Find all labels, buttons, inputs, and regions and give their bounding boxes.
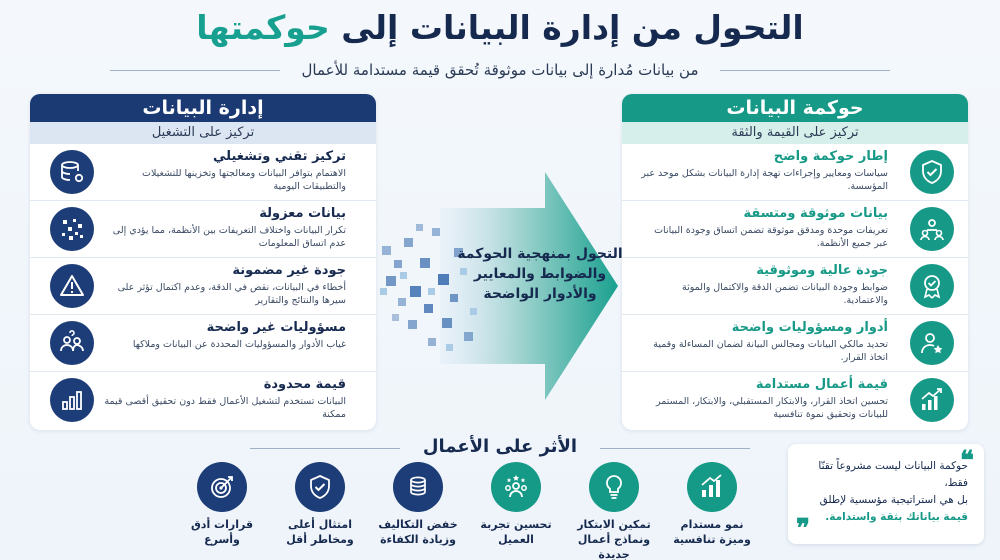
impact-label: تحسين تجربة العميل bbox=[480, 518, 552, 546]
quote-open-icon: ❝ bbox=[960, 446, 974, 476]
pixel-fragments-light bbox=[380, 268, 477, 351]
impact-item: قرارات أدق وأسرع bbox=[174, 462, 270, 547]
data-governance-panel: حوكمة البيانات تركيز على القيمة والثقة إ… bbox=[622, 94, 968, 430]
panel-title: حوكمة البيانات bbox=[622, 94, 968, 122]
item-title: إطار حوكمة واضح bbox=[773, 149, 888, 164]
impact-label: قرارات أدق وأسرع bbox=[190, 518, 254, 546]
title-accent: حوكمتها bbox=[196, 8, 330, 47]
quote-box: ❝ حوكمة البيانات ليست مشروعاً تقنّا فقط،… bbox=[788, 444, 984, 544]
people-question-icon bbox=[50, 321, 94, 365]
list-item: قيمة أعمال مستدامة تحسين اتخاذ القرار، و… bbox=[622, 372, 968, 429]
list-item: بيانات موثوقة ومتسقة تعريفات موحدة ومدقق… bbox=[622, 201, 968, 258]
item-desc: الاهتمام بتوافر البيانات ومعالجتها وتخزي… bbox=[142, 168, 346, 192]
impact-label: خفض التكاليف وزيادة الكفاءة bbox=[378, 518, 458, 546]
panel-subtitle: تركيز على التشغيل bbox=[30, 122, 376, 144]
impact-item: نمو مستدام وميزة تنافسية bbox=[664, 462, 760, 547]
quote-line: بل هي استراتيجية مؤسسية لإطلق bbox=[819, 494, 968, 506]
target-icon bbox=[197, 462, 247, 512]
coins-icon bbox=[393, 462, 443, 512]
item-title: تركيز تقني وتشغيلي bbox=[213, 149, 346, 164]
customer-stars-icon bbox=[491, 462, 541, 512]
subtitle-divider-right bbox=[720, 70, 890, 71]
arrow-shape bbox=[440, 172, 618, 400]
item-title: مسؤوليات غير واضحة bbox=[206, 320, 346, 335]
item-desc: تعريفات موحدة ومدقق موثوقة تضمن اتساق وج… bbox=[654, 225, 888, 249]
transition-arrow bbox=[380, 172, 618, 400]
quote-text: حوكمة البيانات ليست مشروعاً تقنّا فقط، ب… bbox=[798, 458, 968, 526]
impact-label: نمو مستدام وميزة تنافسية bbox=[673, 518, 751, 546]
item-title: قيمة أعمال مستدامة bbox=[755, 377, 888, 392]
user-star-icon bbox=[910, 321, 954, 365]
page-title: التحول من إدارة البيانات إلى حوكمتها bbox=[0, 8, 1000, 47]
list-item: مسؤوليات غير واضحة غياب الأدوار والمسؤول… bbox=[30, 315, 376, 372]
item-desc: أخطاء في البيانات، نقص في الدقة، وعدم اك… bbox=[117, 282, 346, 306]
shield-icon bbox=[295, 462, 345, 512]
item-title: جودة غير مضمونة bbox=[232, 263, 346, 278]
item-desc: تحسين اتخاذ القرار، والابتكار المستقبلي،… bbox=[656, 396, 888, 420]
item-desc: غياب الأدوار والمسؤوليات المحددة عن البي… bbox=[132, 339, 346, 350]
impact-title: الأثر على الأعمال bbox=[422, 436, 578, 457]
lightbulb-icon bbox=[589, 462, 639, 512]
team-icon bbox=[910, 207, 954, 251]
item-desc: سياسات ومعايير وإجراءات تهجة إدارة البيا… bbox=[641, 168, 888, 192]
scattered-data-icon bbox=[50, 207, 94, 251]
growth-bars-icon bbox=[687, 462, 737, 512]
impact-item: امتثال أعلى ومخاطر أقل bbox=[272, 462, 368, 547]
item-title: بيانات موثوقة ومتسقة bbox=[743, 206, 888, 221]
title-main: التحول من إدارة البيانات إلى bbox=[341, 8, 804, 47]
panel-subtitle: تركيز على القيمة والثقة bbox=[622, 122, 968, 144]
quote-line: حوكمة البيانات ليست مشروعاً تقنّا فقط، bbox=[818, 460, 968, 489]
pixel-fragments bbox=[382, 224, 473, 346]
impact-label: امتثال أعلى ومخاطر أقل bbox=[286, 518, 354, 546]
item-title: قيمة محدودة bbox=[263, 377, 346, 392]
list-item: جودة غير مضمونة أخطاء في البيانات، نقص ف… bbox=[30, 258, 376, 315]
impact-item: تمكين الابتكار ونماذج أعمال جديدة bbox=[566, 462, 662, 560]
list-item: بيانات معزولة تكرار البيانات واختلاف الت… bbox=[30, 201, 376, 258]
subtitle-divider-left bbox=[110, 70, 280, 71]
data-management-panel: إدارة البيانات تركيز على التشغيل تركيز ت… bbox=[30, 94, 376, 430]
growth-chart-icon bbox=[910, 378, 954, 422]
award-badge-icon bbox=[910, 264, 954, 308]
impact-divider-right bbox=[600, 448, 750, 449]
list-item: تركيز تقني وتشغيلي الاهتمام بتوافر البيا… bbox=[30, 144, 376, 201]
bar-chart-icon bbox=[50, 378, 94, 422]
item-title: جودة عالية وموثوقية bbox=[756, 263, 888, 278]
item-title: أدوار ومسؤوليات واضحة bbox=[731, 320, 888, 335]
impact-divider-left bbox=[250, 448, 400, 449]
list-item: قيمة محدودة البيانات تستخدم لتشغيل الأعم… bbox=[30, 372, 376, 429]
shield-check-icon bbox=[910, 150, 954, 194]
item-title: بيانات معزولة bbox=[259, 206, 346, 221]
page-subtitle: من بيانات مُدارة إلى بيانات موثوقة تُحقق… bbox=[301, 61, 699, 79]
transition-text: التحول بمنهجية الحوكمة والضوابط والمعايي… bbox=[457, 246, 623, 302]
quote-line-highlight: قيمة بياناتك بثقة واستدامة. bbox=[825, 511, 968, 523]
list-item: إطار حوكمة واضح سياسات ومعايير وإجراءات … bbox=[622, 144, 968, 201]
item-desc: ضوابط وجودة البيانات تضمن الدقة والاكتما… bbox=[682, 282, 888, 306]
list-item: أدوار ومسؤوليات واضحة تحديد مالكي البيان… bbox=[622, 315, 968, 372]
impact-item: تحسين تجربة العميل bbox=[468, 462, 564, 547]
warning-icon bbox=[50, 264, 94, 308]
database-gear-icon bbox=[50, 150, 94, 194]
quote-close-icon: ❞ bbox=[796, 514, 810, 544]
impact-item: خفض التكاليف وزيادة الكفاءة bbox=[370, 462, 466, 547]
item-desc: البيانات تستخدم لتشغيل الأعمال فقط دون ت… bbox=[104, 396, 346, 420]
list-item: جودة عالية وموثوقية ضوابط وجودة البيانات… bbox=[622, 258, 968, 315]
panel-title: إدارة البيانات bbox=[30, 94, 376, 122]
item-desc: تكرار البيانات واختلاف التعريفات بين الأ… bbox=[112, 225, 346, 249]
item-desc: تحديد مالكي البيانات ومجالس البيانة لضما… bbox=[653, 339, 888, 363]
impact-label: تمكين الابتكار ونماذج أعمال جديدة bbox=[577, 518, 651, 560]
